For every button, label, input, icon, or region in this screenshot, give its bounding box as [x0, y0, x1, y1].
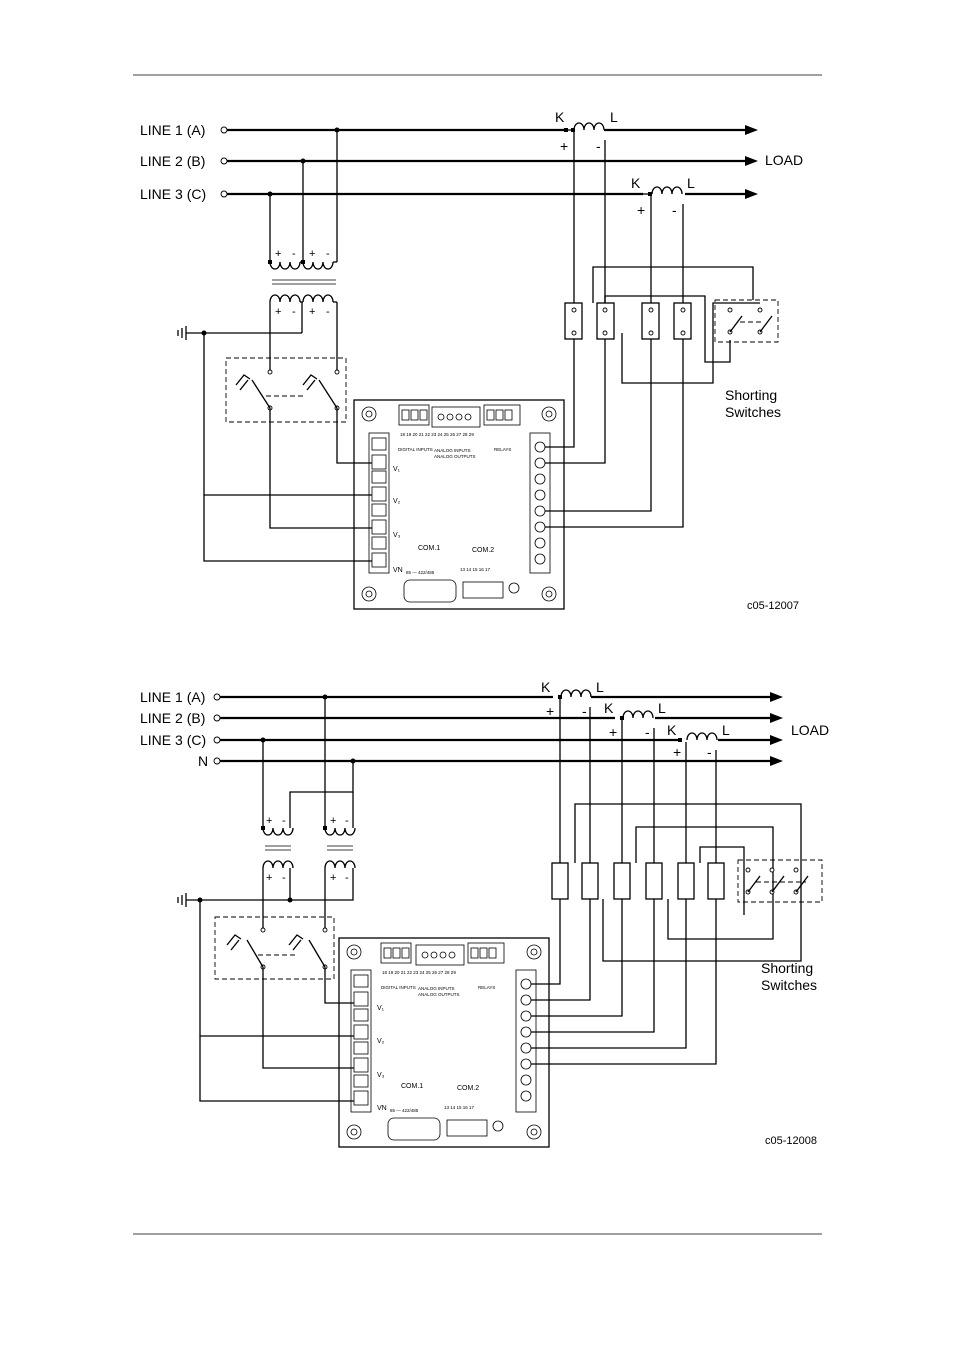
- figure-code-2: c05-12008: [765, 1135, 817, 1147]
- meter-device-1: 18 19 20 21 22 23 24 25 26 27 28 29 DIGI…: [353, 399, 565, 610]
- svg-text:-: -: [292, 306, 296, 318]
- shorting-switches-label-4: Switches: [761, 977, 817, 993]
- shorting-switch-box-2: [737, 859, 823, 903]
- svg-text:+: +: [560, 138, 568, 154]
- svg-text:-: -: [672, 202, 677, 218]
- svg-text:COM.2: COM.2: [472, 547, 494, 554]
- ct-terminal-blocks: [564, 302, 692, 340]
- svg-text:+: +: [609, 724, 617, 740]
- diagram-4-wire: LINE 1 (A) LINE 2 (B) LINE 3 (C) N LOAD …: [140, 679, 829, 1148]
- svg-text:+: +: [266, 872, 272, 884]
- svg-text:L: L: [596, 679, 604, 695]
- svg-text:V₂: V₂: [393, 498, 401, 505]
- load-label: LOAD: [765, 152, 803, 168]
- svg-text:-: -: [582, 703, 587, 719]
- line-3-label-2: LINE 3 (C): [140, 732, 206, 748]
- svg-text:+: +: [673, 744, 681, 760]
- figure-code-1: c05-12007: [747, 600, 799, 612]
- svg-text:+: +: [637, 202, 645, 218]
- shorting-switches-label-1: Shorting: [725, 387, 777, 403]
- svg-text:L: L: [610, 109, 618, 125]
- svg-text:L: L: [722, 722, 730, 738]
- svg-text:VN: VN: [393, 567, 403, 574]
- shorting-switches-label-3: Shorting: [761, 960, 813, 976]
- svg-text:-: -: [645, 724, 650, 740]
- shorting-switch-box: [714, 299, 779, 343]
- svg-text:ANALOG OUTPUTS: ANALOG OUTPUTS: [434, 454, 476, 459]
- svg-text:ANALOG OUTPUTS: ANALOG OUTPUTS: [418, 992, 460, 997]
- svg-text:+: +: [309, 248, 315, 260]
- neutral-label: N: [198, 753, 208, 769]
- vt-disconnect-box: [225, 357, 347, 423]
- svg-text:-: -: [707, 744, 712, 760]
- svg-text:+: +: [546, 703, 554, 719]
- svg-text:VN: VN: [377, 1105, 387, 1112]
- svg-text:-: -: [282, 815, 286, 827]
- meter-device-2: 18 19 20 21 22 23 24 25 26 27 28 29 DIGI…: [338, 937, 550, 1148]
- vt-disconnect-box-2: [214, 916, 335, 980]
- svg-text:COM.1: COM.1: [401, 1083, 423, 1090]
- svg-text:V₁: V₁: [393, 466, 401, 473]
- svg-text:K: K: [631, 175, 641, 191]
- svg-text:L: L: [687, 175, 695, 191]
- line-1-label: LINE 1 (A): [140, 122, 205, 138]
- svg-text:-: -: [292, 248, 296, 260]
- svg-text:ANALOG INPUTS: ANALOG INPUTS: [434, 448, 471, 453]
- svg-text:V₃: V₃: [377, 1072, 385, 1079]
- svg-text:-: -: [282, 872, 286, 884]
- svg-text:13 14 15 16 17: 13 14 15 16 17: [444, 1105, 475, 1110]
- svg-text:V₁: V₁: [377, 1005, 385, 1012]
- line-1-label-2: LINE 1 (A): [140, 689, 205, 705]
- svg-text:RELAYS: RELAYS: [494, 447, 511, 452]
- shorting-switches-label-2: Switches: [725, 404, 781, 420]
- svg-text:+: +: [266, 815, 272, 827]
- svg-text:13 14 15 16 17: 13 14 15 16 17: [460, 567, 491, 572]
- svg-text:K: K: [541, 679, 551, 695]
- svg-text:-: -: [345, 872, 349, 884]
- svg-text:K: K: [604, 700, 614, 716]
- svg-text:+: +: [275, 306, 281, 318]
- svg-text:+: +: [330, 815, 336, 827]
- svg-text:V₂: V₂: [377, 1038, 385, 1045]
- ct-terminal-blocks-2: [551, 862, 725, 900]
- svg-text:+: +: [330, 872, 336, 884]
- svg-text:COM.1: COM.1: [418, 545, 440, 552]
- load-label-2: LOAD: [791, 722, 829, 738]
- svg-text:L: L: [658, 700, 666, 716]
- svg-text:K: K: [555, 109, 565, 125]
- svg-text:18 19 20 21 22 23 24 25 26 2: 18 19 20 21 22 23 24 25 26 27 28 29: [400, 432, 474, 437]
- svg-text:-: -: [326, 306, 330, 318]
- svg-text:+: +: [309, 306, 315, 318]
- diagram-3-wire: LINE 1 (A) LINE 2 (B) LINE 3 (C) LOAD K …: [140, 109, 803, 612]
- svg-text:-: -: [326, 248, 330, 260]
- svg-text:COM.2: COM.2: [457, 1085, 479, 1092]
- svg-text:DIGITAL INPUTS: DIGITAL INPUTS: [381, 985, 416, 990]
- svg-text:85 — 422/485: 85 — 422/485: [390, 1108, 419, 1113]
- svg-text:ANALOG INPUTS: ANALOG INPUTS: [418, 986, 455, 991]
- svg-text:-: -: [345, 815, 349, 827]
- line-2-label: LINE 2 (B): [140, 153, 205, 169]
- svg-text:RELAYS: RELAYS: [478, 985, 495, 990]
- line-2-label-2: LINE 2 (B): [140, 710, 205, 726]
- svg-text:85 — 422/485: 85 — 422/485: [406, 570, 435, 575]
- svg-text:K: K: [667, 722, 677, 738]
- svg-text:V₃: V₃: [393, 532, 401, 539]
- svg-text:+: +: [275, 248, 281, 260]
- svg-text:18 19 20 21 22 23 24 25 26 2: 18 19 20 21 22 23 24 25 26 27 28 29: [382, 970, 456, 975]
- svg-text:DIGITAL INPUTS: DIGITAL INPUTS: [398, 447, 433, 452]
- line-3-label: LINE 3 (C): [140, 186, 206, 202]
- svg-text:-: -: [596, 138, 601, 154]
